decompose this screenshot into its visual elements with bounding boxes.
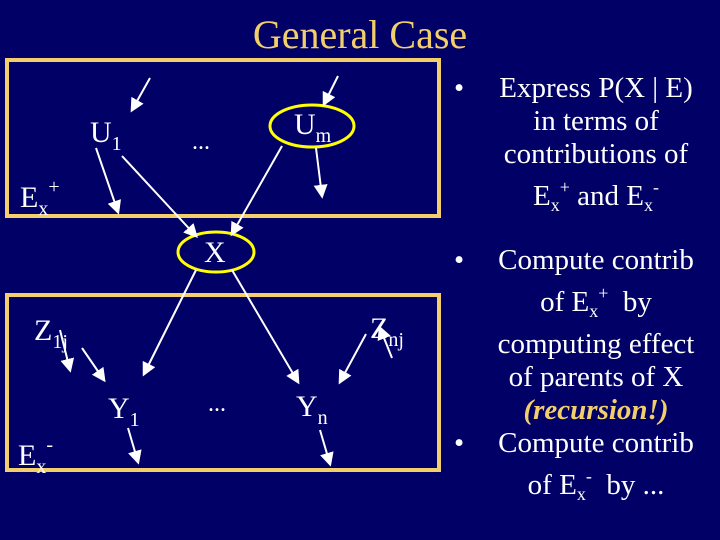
node-znj: Znj — [370, 312, 404, 351]
edge-u1-x — [121, 155, 198, 239]
bullet-mark: • — [454, 244, 465, 276]
node-ex-minus: Ex- — [18, 434, 53, 478]
edge-u1-out — [95, 147, 121, 215]
node-u1: U1 — [90, 116, 122, 155]
edge-in-u1 — [130, 77, 151, 113]
node-yn: Yn — [296, 390, 328, 429]
recursion-note: (recursion!) — [523, 394, 669, 426]
node-ellipsis-bottom: ... — [208, 391, 226, 417]
node-y1: Y1 — [108, 392, 140, 431]
bullet-compute-plus: • Compute contrib of Ex+ by computing ef… — [454, 244, 716, 427]
edge-yn-out — [319, 429, 334, 467]
edge-x-y1 — [142, 269, 197, 377]
node-ex-plus: Ex+ — [20, 176, 60, 220]
um-node-highlight — [268, 103, 356, 149]
edge-um-out — [313, 147, 328, 199]
bullet-mark: • — [454, 427, 465, 459]
edge-in-um — [322, 75, 339, 107]
bullet-express: • Express P(X | E) in terms of contribut… — [454, 72, 693, 215]
x-node-highlight — [176, 230, 256, 274]
slide-title: General Case — [252, 12, 468, 57]
edge-z1j-in — [59, 329, 75, 373]
edge-znj-yn — [338, 333, 367, 385]
node-ellipsis-top: ... — [192, 129, 210, 155]
edge-znj-in — [377, 325, 393, 359]
bullet-mark: • — [454, 72, 465, 104]
bullet-list: • Express P(X | E) in terms of contribut… — [454, 72, 716, 511]
upper-evidence-box — [5, 58, 441, 218]
node-z1j: Z1j — [34, 314, 68, 353]
edge-z1j-y1 — [81, 347, 106, 383]
edge-x-yn — [231, 269, 300, 385]
node-x: X — [204, 236, 226, 269]
bullet-compute-minus: • Compute contrib of Ex- by ... — [454, 427, 694, 504]
node-um: Um — [294, 108, 332, 147]
edge-y1-out — [127, 427, 142, 465]
lower-evidence-box — [5, 293, 441, 472]
edge-um-x — [230, 145, 283, 237]
